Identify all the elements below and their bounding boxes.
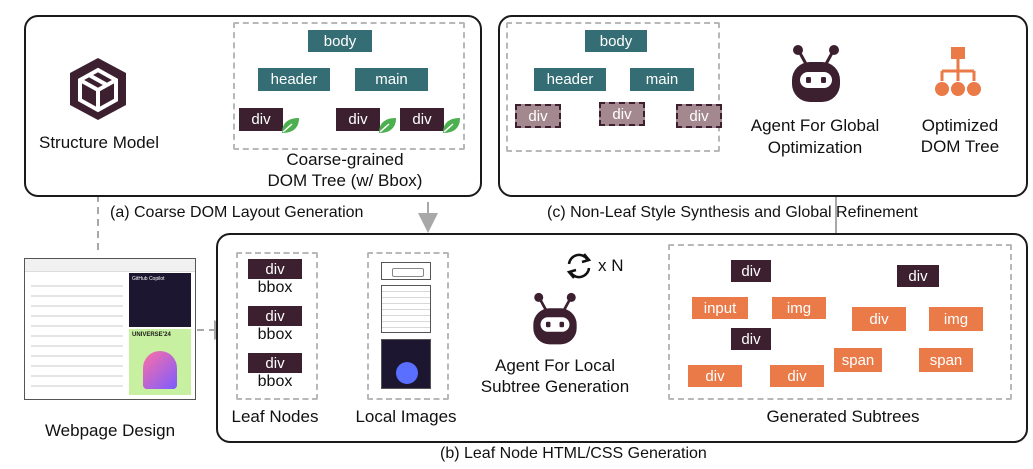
thumbnail-content-lines	[31, 277, 123, 395]
thumbnail-universe-title: UNIVERSE'24	[132, 332, 171, 338]
subtree-3-div: div	[852, 307, 906, 331]
panel-a-tree-box	[233, 22, 465, 150]
local-image-2	[381, 285, 431, 333]
leaf-node-bbox-2: bbox	[257, 326, 293, 343]
subtree-1-img: img	[772, 297, 826, 319]
panel-b	[216, 233, 1028, 443]
panel-c-tree-box	[506, 22, 720, 152]
panel-c-caption: (c) Non-Leaf Style Synthesis and Global …	[547, 204, 918, 221]
local-agent-label-2: Subtree Generation	[480, 377, 630, 396]
subtree-2-div-1: div	[688, 365, 742, 387]
local-image-1-button	[392, 268, 424, 277]
generated-subtrees-label: Generated Subtrees	[766, 407, 920, 426]
global-agent-label-1: Agent For Global	[750, 116, 880, 135]
leaf-node-tag-1: div	[248, 259, 302, 279]
subtree-1-input: input	[692, 297, 748, 319]
subtree-1-root: div	[731, 260, 771, 282]
subtree-3-img: img	[929, 307, 983, 331]
tree-a-header: header	[258, 68, 330, 91]
tree-a-body: body	[308, 30, 372, 52]
subtree-2-div-2: div	[770, 365, 824, 387]
tree-c-main: main	[630, 68, 694, 91]
tree-a-caption-1: Coarse-grained	[286, 150, 404, 169]
leaf-nodes-box	[236, 252, 318, 400]
tree-a-div-1: div	[239, 108, 283, 131]
subtree-2-root: div	[731, 328, 771, 350]
thumbnail-topbar	[25, 259, 195, 272]
generated-subtrees-box	[668, 244, 1012, 400]
robot-icon	[792, 45, 840, 102]
structure-model-icon	[70, 58, 126, 120]
thumbnail-copilot-card: GitHub Copilot	[129, 273, 191, 327]
leaf-icon	[379, 118, 396, 133]
optimized-label-1: Optimized	[921, 116, 999, 135]
leaf-node-tag-2: div	[248, 306, 302, 326]
tree-c-body: body	[585, 30, 647, 52]
subtree-3-span-2: span	[919, 348, 973, 372]
local-images-box	[367, 252, 449, 400]
optimized-label-2: DOM Tree	[920, 137, 1000, 156]
local-image-3	[381, 339, 431, 389]
tree-c-header: header	[534, 68, 606, 91]
panel-a-caption: (a) Coarse DOM Layout Generation	[110, 204, 364, 221]
webpage-design-label: Webpage Design	[44, 421, 176, 440]
leaf-icon	[282, 118, 299, 133]
local-image-1	[381, 262, 431, 280]
hierarchy-icon	[935, 47, 981, 96]
tree-c-div-2: div	[599, 102, 645, 126]
leaf-nodes-label: Leaf Nodes	[231, 407, 319, 426]
webpage-design-thumbnail: GitHub Copilot UNIVERSE'24	[24, 258, 196, 400]
structure-model-label: Structure Model	[39, 133, 159, 152]
local-images-label: Local Images	[355, 407, 457, 426]
leaf-node-bbox-3: bbox	[257, 373, 293, 390]
robot-icon	[533, 292, 577, 345]
tree-c-div-3: div	[676, 104, 722, 128]
tree-a-div-2: div	[336, 108, 380, 131]
subtree-3-root: div	[897, 265, 939, 287]
tree-a-caption-2: DOM Tree (w/ Bbox)	[267, 171, 423, 190]
subtree-3-span-1: span	[834, 348, 882, 372]
thumbnail-universe-art	[143, 351, 177, 389]
leaf-node-tag-3: div	[248, 353, 302, 373]
tree-a-div-3: div	[400, 108, 444, 131]
iterations-label: x N	[598, 256, 624, 275]
thumbnail-copilot-title: GitHub Copilot	[132, 276, 165, 282]
local-image-3-art	[396, 362, 418, 384]
leaf-icon	[443, 118, 460, 133]
tree-c-div-1: div	[515, 104, 561, 128]
local-agent-label-1: Agent For Local	[494, 356, 615, 375]
refresh-icon	[566, 253, 592, 279]
tree-a-main: main	[355, 68, 428, 91]
global-agent-label-2: Optimization	[767, 138, 863, 157]
panel-b-caption: (b) Leaf Node HTML/CSS Generation	[440, 445, 707, 462]
leaf-node-bbox-1: bbox	[257, 279, 293, 296]
thumbnail-universe-card: UNIVERSE'24	[129, 329, 191, 395]
